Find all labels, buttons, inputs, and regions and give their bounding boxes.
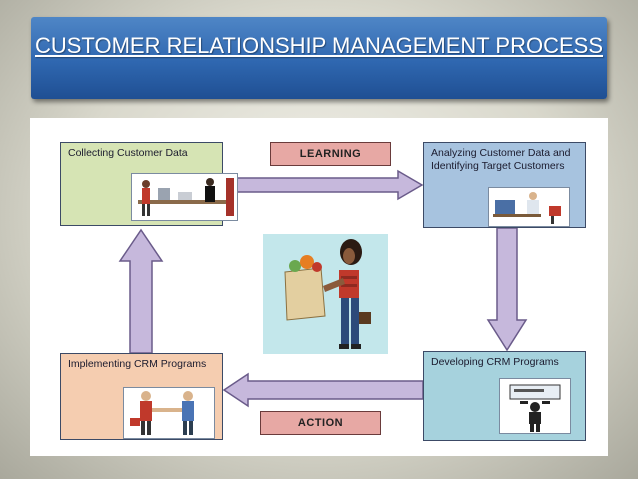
- learning-label: LEARNING: [270, 142, 391, 166]
- box-label: Collecting Customer Data: [68, 147, 218, 160]
- handshake-illustration: [123, 387, 215, 439]
- arrow-down: [488, 228, 526, 350]
- arrow-learning-right: [223, 171, 422, 199]
- diagram-panel: Collecting Customer Data Analyzing Custo…: [30, 118, 608, 456]
- card-holder-illustration: [499, 378, 571, 434]
- arrow-up: [120, 230, 162, 353]
- box-collecting-customer-data: Collecting Customer Data: [60, 142, 223, 226]
- analyst-computer-illustration: [488, 187, 570, 227]
- slide-title: CUSTOMER RELATIONSHIP MANAGEMENT PROCESS: [31, 31, 607, 60]
- box-label: Analyzing Customer Data and Identifying …: [431, 147, 581, 173]
- action-label: ACTION: [260, 411, 381, 435]
- box-label: Developing CRM Programs: [431, 356, 581, 369]
- customer-service-illustration: [131, 173, 238, 221]
- box-developing-crm-programs: Developing CRM Programs: [423, 351, 586, 441]
- title-bar: CUSTOMER RELATIONSHIP MANAGEMENT PROCESS: [31, 17, 607, 99]
- shopper-illustration: [263, 234, 388, 354]
- box-analyzing-customer-data: Analyzing Customer Data and Identifying …: [423, 142, 586, 228]
- box-implementing-crm-programs: Implementing CRM Programs: [60, 353, 223, 440]
- box-label: Implementing CRM Programs: [68, 358, 218, 371]
- arrow-action-left: [224, 374, 423, 406]
